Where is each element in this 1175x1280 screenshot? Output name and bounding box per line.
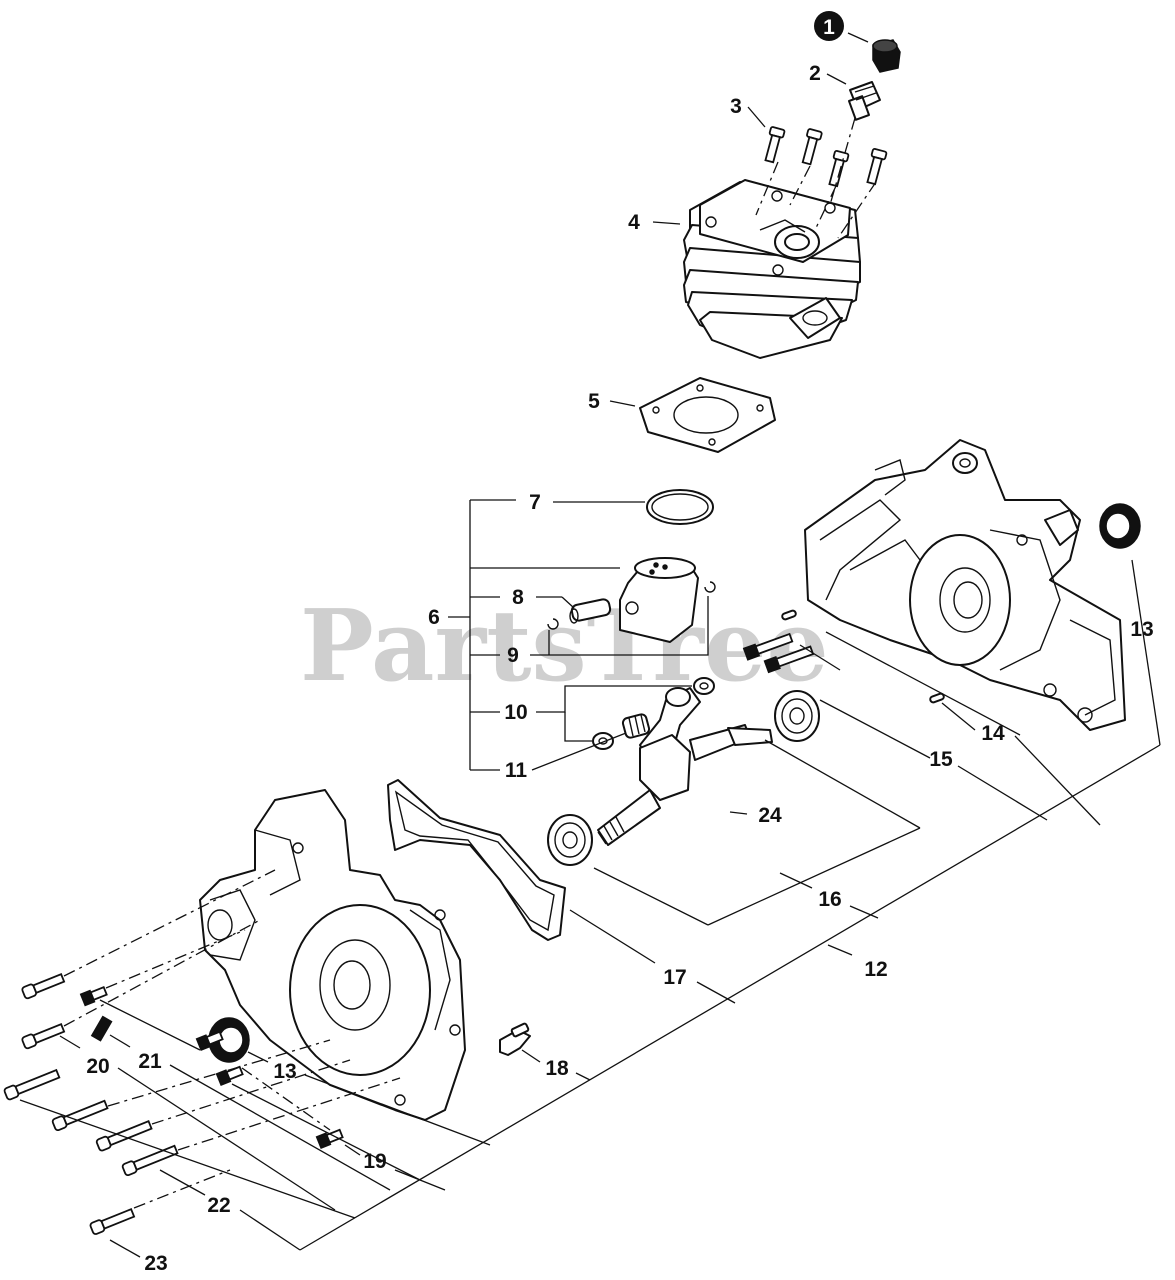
decompression-valve-cap[interactable]: [872, 39, 901, 73]
crankcase-seal-right[interactable]: [1099, 503, 1141, 549]
callout-23[interactable]: 23: [144, 1252, 167, 1275]
dowel-pins[interactable]: [781, 609, 945, 704]
callout-22[interactable]: 22: [207, 1194, 230, 1217]
callout-12[interactable]: 12: [864, 958, 887, 981]
cylinder-bolts[interactable]: [763, 126, 888, 188]
fuel-nipple[interactable]: [499, 1022, 531, 1056]
callout-15[interactable]: 15: [929, 748, 953, 771]
crankcase-bolts-right[interactable]: [742, 632, 815, 674]
callout-9[interactable]: 9: [507, 644, 519, 667]
crankshaft-bearing-right[interactable]: [774, 690, 820, 742]
crankcase-gasket[interactable]: [387, 779, 566, 941]
decompression-valve[interactable]: [848, 81, 881, 121]
small-screws[interactable]: [79, 985, 344, 1150]
callout-13-left[interactable]: 13: [273, 1060, 296, 1083]
callout-8[interactable]: 8: [512, 586, 524, 609]
cylinder-gasket[interactable]: [639, 377, 776, 453]
callout-10[interactable]: 10: [504, 701, 527, 724]
piston-ring[interactable]: [646, 489, 714, 525]
piston[interactable]: [619, 557, 699, 643]
callout-7[interactable]: 7: [529, 491, 541, 514]
callout-18[interactable]: 18: [545, 1057, 569, 1080]
crankshaft[interactable]: [597, 687, 773, 846]
callout-1: 1: [823, 16, 835, 39]
callout-6[interactable]: 6: [428, 606, 440, 629]
crankcase-seal-left[interactable]: [208, 1017, 250, 1063]
callout-17[interactable]: 17: [663, 966, 686, 989]
leader-lines: [19, 32, 1161, 1258]
crankcase-right-half[interactable]: [804, 439, 1126, 731]
crankcase-left-half[interactable]: [199, 789, 466, 1121]
needle-bearing[interactable]: [621, 713, 651, 739]
crankshaft-bearing-left[interactable]: [547, 814, 593, 866]
callout-14[interactable]: 14: [981, 722, 1005, 745]
callout-3[interactable]: 3: [730, 95, 742, 118]
callout-13-right[interactable]: 13: [1130, 618, 1153, 641]
callout-4[interactable]: 4: [628, 211, 640, 234]
callout-1-badge[interactable]: 1: [814, 11, 844, 41]
callout-11[interactable]: 11: [505, 759, 528, 782]
cylinder[interactable]: [683, 179, 861, 359]
callout-16[interactable]: 16: [818, 888, 841, 911]
piston-pin[interactable]: [569, 598, 612, 624]
callout-21[interactable]: 21: [138, 1050, 162, 1073]
callout-20[interactable]: 20: [86, 1055, 109, 1078]
callout-24[interactable]: 24: [758, 804, 782, 827]
circlips[interactable]: [547, 581, 716, 630]
callout-2[interactable]: 2: [809, 62, 821, 85]
watermark-text: PartsTree: [300, 589, 829, 704]
needle-bearing-washers[interactable]: [592, 677, 715, 750]
callout-19[interactable]: 19: [363, 1150, 386, 1173]
callout-5[interactable]: 5: [588, 390, 600, 413]
